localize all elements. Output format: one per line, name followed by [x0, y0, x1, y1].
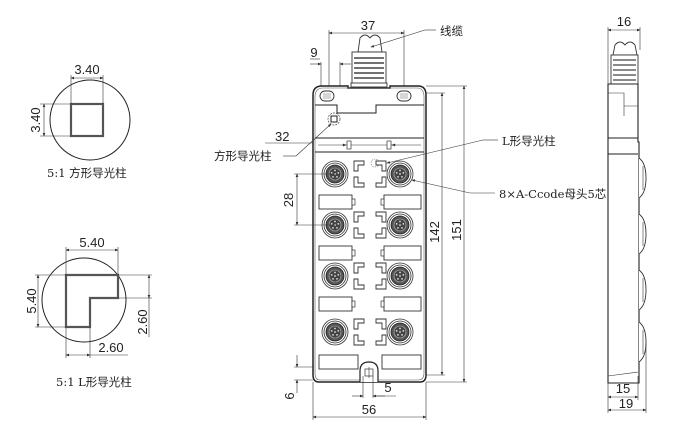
label-slot	[381, 354, 422, 370]
detail-circle	[41, 257, 127, 343]
bottom-offset-dim: 6	[282, 392, 297, 399]
connector-row	[318, 318, 422, 370]
connector-grid	[318, 160, 422, 370]
square-led-detail: 3.40 3.40 5:1 方形导光柱	[28, 62, 131, 180]
connector-row	[318, 160, 422, 210]
l-height-dim: 5.40	[24, 288, 39, 313]
square-led-label: 方形导光柱	[214, 149, 272, 163]
m12-connector	[386, 318, 414, 346]
side-connector	[638, 269, 647, 311]
square-height-dim: 3.40	[28, 107, 43, 132]
l-led-label: L形导光柱	[502, 134, 556, 148]
l-inner-height-dim: 2.60	[135, 309, 150, 334]
connector-row	[318, 211, 422, 261]
side-top-width-dim: 16	[617, 14, 631, 29]
hole-width-dim: 9	[310, 45, 317, 60]
front-view: 37 9 线缆 32 方形导光柱 L形导光柱 8×A-Ccode母头5芯 28	[214, 18, 606, 420]
bottom-slot-dim: 5	[384, 380, 391, 395]
cable	[350, 34, 388, 88]
square-led-shape	[69, 102, 105, 138]
square-width-dim: 3.40	[74, 62, 99, 77]
l-led-shape	[64, 273, 120, 329]
total-height-dim: 151	[449, 219, 464, 241]
m12-connector	[386, 211, 414, 239]
side-view: 16 15 19	[607, 14, 647, 413]
label-slot	[383, 245, 422, 261]
label-slot	[318, 194, 353, 210]
side-body	[607, 83, 640, 384]
detail-circle	[49, 79, 131, 161]
cable-width-dim: 37	[361, 18, 375, 33]
side-body-width-dim: 15	[616, 381, 630, 396]
label-slot	[318, 296, 353, 312]
side-total-width-dim: 19	[619, 396, 633, 411]
label-slot	[383, 194, 422, 210]
label-slot	[318, 245, 353, 261]
connector-row	[318, 262, 422, 312]
square-detail-caption: 5:1 方形导光柱	[47, 166, 127, 180]
m12-connector	[321, 262, 349, 290]
label-slot	[318, 354, 359, 370]
total-width-dim: 56	[362, 402, 376, 417]
l-inner-width-dim: 2.60	[98, 340, 123, 355]
pitch-dim: 28	[281, 193, 296, 207]
m12-connector	[386, 160, 414, 188]
l-detail-caption: 5:1 L形导光柱	[56, 375, 132, 389]
m12-connector	[386, 262, 414, 290]
inner-height-dim: 142	[427, 221, 442, 243]
l-width-dim: 5.40	[79, 235, 104, 250]
m12-connector	[321, 318, 349, 346]
connectors-label: 8×A-Ccode母头5芯	[499, 187, 606, 201]
cable-label: 线缆	[440, 24, 463, 38]
side-connector	[638, 321, 647, 363]
side-connector	[638, 157, 647, 199]
dim-32: 32	[275, 129, 289, 144]
label-slot	[383, 296, 422, 312]
l-led-detail: 5.40 5.40 2.60 2.60 5:1 L形导光柱	[24, 235, 152, 389]
side-connector	[638, 213, 647, 255]
